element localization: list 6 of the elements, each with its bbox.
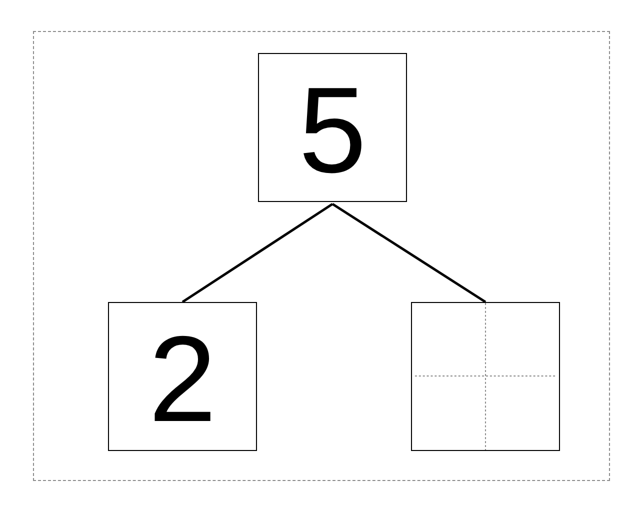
connector-line: [332, 202, 486, 304]
number-text: 2: [148, 318, 216, 440]
number-text: 5: [298, 68, 366, 190]
connector-line: [182, 202, 334, 304]
number-box: [258, 53, 407, 202]
number-box: [108, 302, 257, 451]
